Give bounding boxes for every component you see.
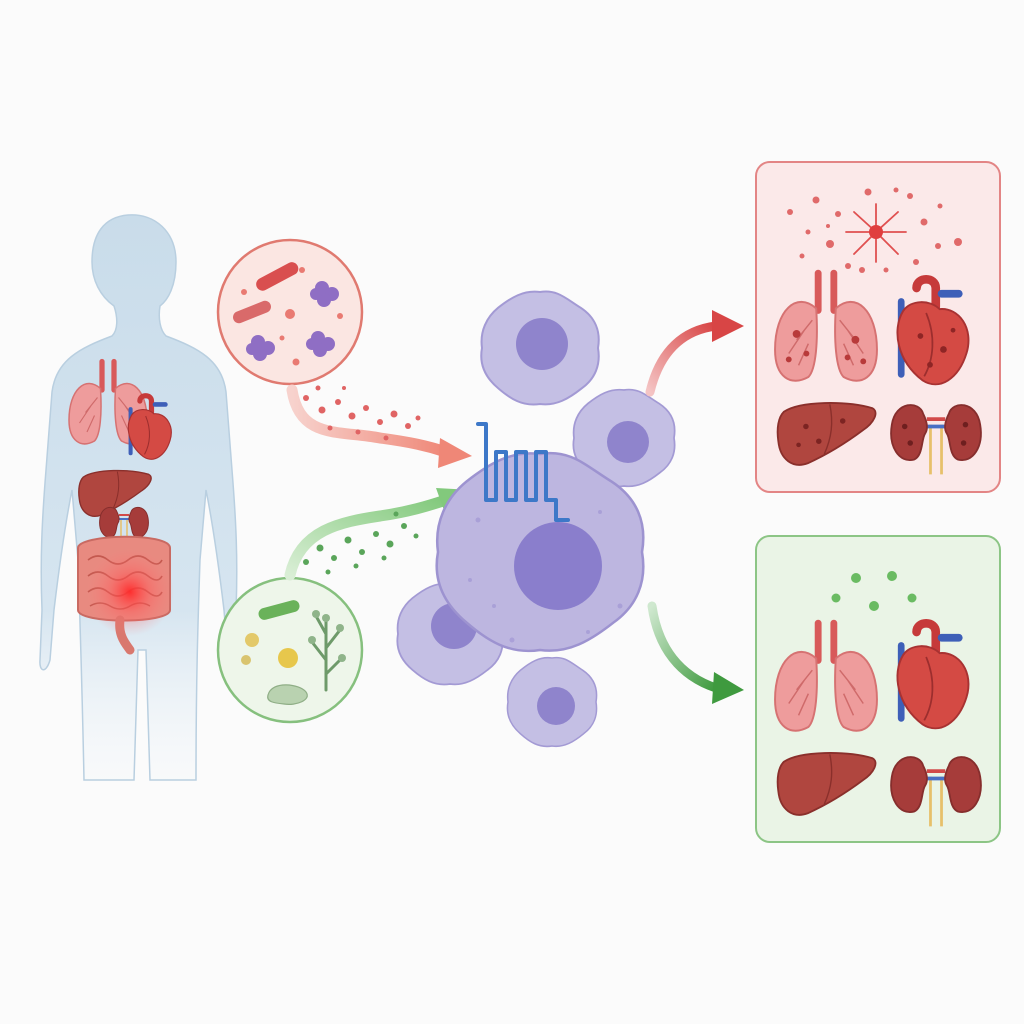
pathogen-signal-arrow bbox=[286, 384, 472, 468]
damaged-organs-panel bbox=[755, 161, 1001, 493]
nucleus-icon bbox=[514, 522, 602, 610]
beneficial-outcome-arrow bbox=[647, 601, 744, 704]
healthy-organs-panel bbox=[755, 535, 1001, 843]
inflamed-liver-icon bbox=[776, 402, 877, 466]
inflamed-kidneys-icon bbox=[889, 403, 983, 477]
immune-cell-cluster bbox=[397, 292, 674, 747]
gut-inflammation-icon bbox=[86, 548, 174, 636]
harmful-outcome-arrow bbox=[645, 310, 744, 397]
inflamed-lungs-icon bbox=[775, 273, 877, 381]
human-silhouette-icon bbox=[39, 214, 239, 781]
inflammatory-burst-icon bbox=[787, 187, 962, 273]
metabolite-dots-icon bbox=[831, 571, 917, 611]
internal-organs-icon bbox=[69, 362, 174, 655]
gpcr-receptor-icon bbox=[476, 422, 570, 522]
inflamed-heart-icon bbox=[897, 279, 968, 384]
commensal-microbes-icon bbox=[216, 576, 364, 724]
pathogenic-microbes-icon bbox=[216, 238, 364, 386]
